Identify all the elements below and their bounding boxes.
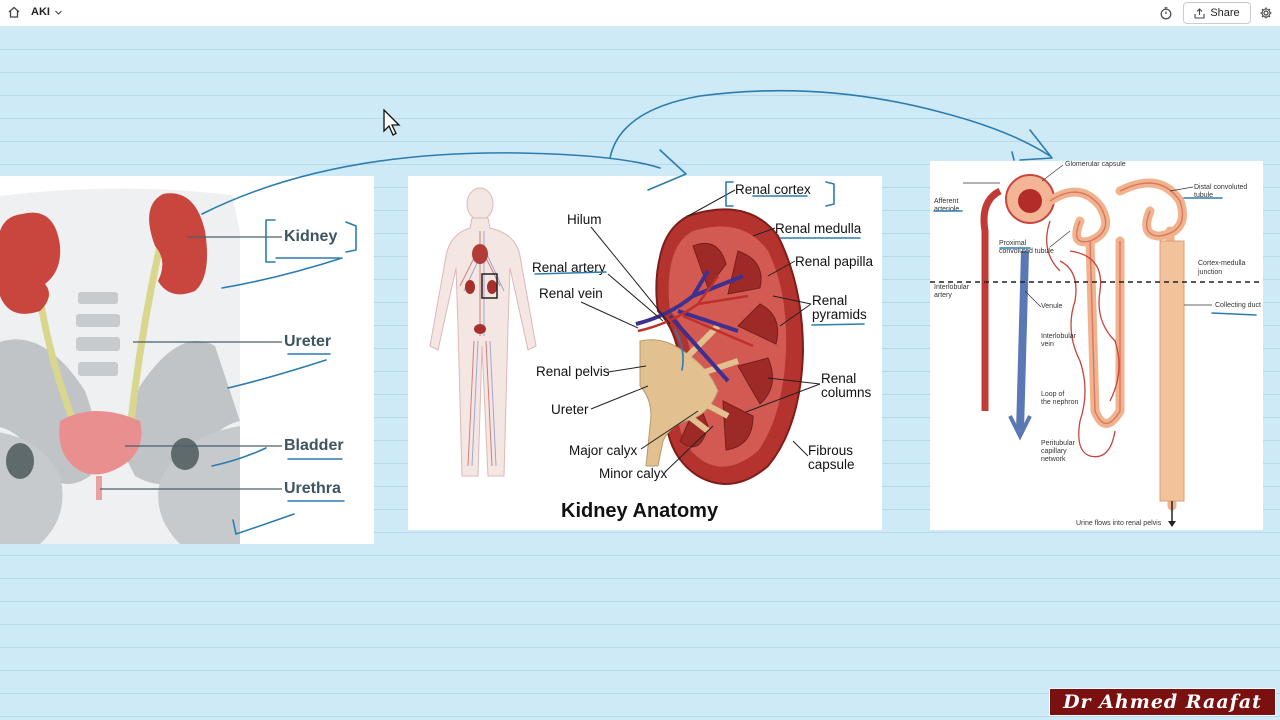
chevron-down-icon (55, 10, 62, 15)
label-afferent-arteriole-line1: Afferent (934, 198, 959, 205)
label-fibrous-capsule-line2: capsule (808, 457, 855, 472)
label-renal-cortex: Renal cortex (735, 182, 811, 197)
label-kidney: Kidney (284, 228, 338, 245)
share-label: Share (1210, 7, 1240, 19)
label-glomerular-capsule: Glomerular capsule (1065, 161, 1126, 168)
mouse-cursor-icon (383, 109, 401, 136)
label-distal-tubule-line1: Distal convoluted (1194, 184, 1248, 191)
label-hilum: Hilum (567, 212, 602, 227)
label-collecting-duct: Collecting duct (1215, 302, 1261, 309)
label-fibrous-capsule-line1: Fibrous (808, 443, 854, 458)
label-interlobular-vein-line1: Interlobular (1041, 333, 1077, 340)
label-peritubular-line1: Peritubular (1041, 440, 1075, 447)
label-renal-medulla: Renal medulla (775, 221, 862, 236)
label-renal-pyramids-line2: pyramids (812, 307, 867, 322)
gear-icon[interactable] (1259, 6, 1273, 20)
top-toolbar: AKI Share (0, 0, 1280, 27)
label-loop-line2: the nephron (1041, 399, 1079, 406)
label-renal-pelvis: Renal pelvis (536, 364, 610, 379)
label-urine-flow: Urine flows into renal pelvis (1076, 520, 1162, 527)
share-icon (1194, 7, 1205, 19)
nephron-illustration (930, 164, 1263, 527)
notebook-title: AKI (31, 6, 50, 18)
label-interlobular-artery-line2: artery (934, 292, 952, 299)
timer-icon[interactable] (1159, 6, 1173, 20)
label-renal-columns-line1: Renal (821, 371, 857, 386)
share-button[interactable]: Share (1183, 2, 1251, 24)
kidney-anatomy-title: Kidney Anatomy (561, 500, 719, 522)
label-renal-papilla: Renal papilla (795, 254, 874, 269)
label-loop-line1: Loop of (1041, 391, 1065, 398)
label-ureter-kidney: Ureter (551, 402, 589, 417)
label-peritubular-line3: network (1041, 456, 1066, 463)
label-proximal-tubule-line2: convoluted tubule (999, 248, 1054, 255)
label-interlobular-artery-line1: Interlobular (934, 284, 970, 291)
label-ureter: Ureter (284, 333, 332, 350)
label-proximal-tubule-line1: Proximal (999, 240, 1027, 247)
notebook-title-dropdown[interactable]: AKI (31, 6, 63, 18)
label-afferent-arteriole-line2: arteriole (934, 206, 960, 213)
kidney-anatomy-illustration (429, 187, 821, 485)
label-cortex-medulla-line1: Cortex-medulla (1198, 260, 1246, 267)
label-bladder: Bladder (284, 437, 344, 454)
nephron-image: Glomerular capsule Afferent arteriole Di… (930, 161, 1263, 530)
label-renal-vein: Renal vein (539, 286, 603, 301)
label-cortex-medulla-line2: junction (1198, 269, 1223, 276)
urinary-system-image: Kidney Ureter Bladder Urethra (0, 176, 374, 544)
label-minor-calyx: Minor calyx (599, 466, 668, 481)
label-urethra: Urethra (284, 480, 341, 497)
kidney-anatomy-image: Hilum Renal artery Renal vein Renal pelv… (408, 176, 882, 530)
label-venule: Venule (1041, 303, 1063, 310)
label-peritubular-line2: capillary (1041, 448, 1067, 455)
watermark-logo: Dr Ahmed Raafat (1049, 688, 1276, 716)
label-renal-pyramids-line1: Renal (812, 293, 848, 308)
label-renal-columns-line2: columns (821, 385, 872, 400)
label-distal-tubule-line2: tubule (1194, 192, 1214, 199)
label-renal-artery: Renal artery (532, 260, 606, 275)
home-icon[interactable] (7, 5, 21, 19)
label-major-calyx: Major calyx (569, 443, 638, 458)
label-interlobular-vein-line2: vein (1041, 341, 1054, 348)
